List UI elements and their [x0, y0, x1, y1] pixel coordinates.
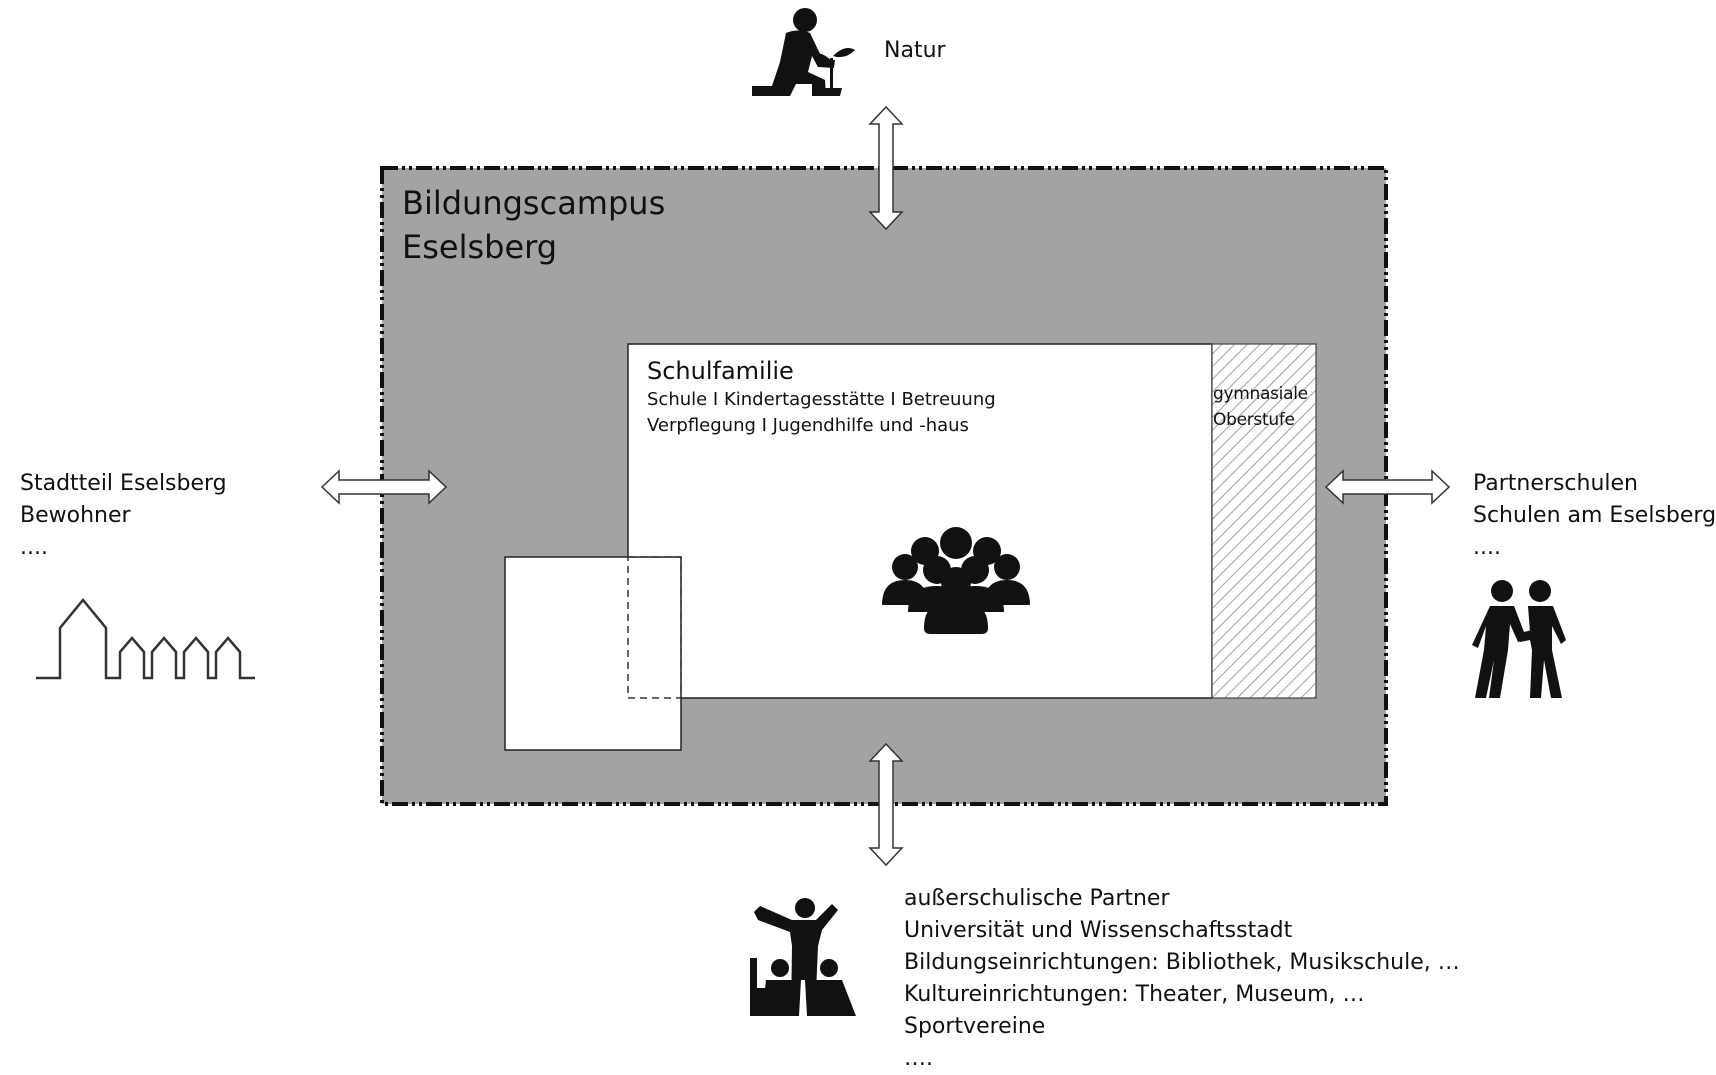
- arrow-bottom: [868, 742, 904, 867]
- schulfamilie-line1: Schule I Kindertagesstätte I Betreuung: [647, 389, 996, 410]
- campus-title-line2: Eselsberg: [402, 228, 558, 266]
- stadtteil-label: Stadtteil Eselsberg Bewohner ....: [20, 468, 227, 564]
- arrow-left: [320, 469, 448, 505]
- partnerschulen-line1: Partnerschulen: [1473, 471, 1638, 496]
- small-square-box: [504, 556, 682, 751]
- partner-line1: außerschulische Partner: [904, 886, 1170, 911]
- partner-line2: Universität und Wissenschaftsstadt: [904, 918, 1293, 943]
- schulfamilie-text: Schulfamilie Schule I Kindertagesstätte …: [647, 356, 996, 439]
- partnerschulen-label: Partnerschulen Schulen am Eselsberg ....: [1473, 468, 1716, 564]
- arrow-right: [1324, 469, 1451, 505]
- partner-line5: Sportvereine: [904, 1014, 1046, 1039]
- partnerschulen-line3: ....: [1473, 535, 1501, 560]
- partner-label: außerschulische Partner Universität und …: [904, 883, 1460, 1075]
- stadtteil-line3: ....: [20, 535, 48, 560]
- stadtteil-line1: Stadtteil Eselsberg: [20, 471, 227, 496]
- natur-label: Natur: [884, 38, 946, 63]
- partner-line6: ….: [904, 1046, 933, 1071]
- oberstufe-box: [1211, 343, 1317, 699]
- schulfamilie-title: Schulfamilie: [647, 357, 794, 385]
- oberstufe-label: gymnasiale Oberstufe: [1213, 381, 1308, 433]
- houses-icon: [36, 598, 255, 680]
- partner-line4: Kultureinrichtungen: Theater, Museum, …: [904, 982, 1365, 1007]
- schulfamilie-box: [627, 343, 1213, 699]
- stadtteil-line2: Bewohner: [20, 503, 131, 528]
- campus-title: Bildungscampus Eselsberg: [402, 181, 665, 269]
- schulfamilie-line2: Verpflegung I Jugendhilfe und -haus: [647, 415, 969, 436]
- group-people-icon: [882, 527, 1030, 634]
- oberstufe-line2: Oberstufe: [1213, 410, 1295, 430]
- partner-line3: Bildungseinrichtungen: Bibliothek, Musik…: [904, 950, 1460, 975]
- overlap-dashed-outline: [627, 556, 682, 699]
- teacher-students-icon: [750, 898, 856, 1016]
- arrow-top: [868, 105, 904, 231]
- oberstufe-line1: gymnasiale: [1213, 384, 1308, 404]
- gardener-icon: [752, 8, 855, 96]
- handshake-icon: [1472, 580, 1566, 698]
- partnerschulen-line2: Schulen am Eselsberg: [1473, 503, 1716, 528]
- campus-title-line1: Bildungscampus: [402, 184, 666, 222]
